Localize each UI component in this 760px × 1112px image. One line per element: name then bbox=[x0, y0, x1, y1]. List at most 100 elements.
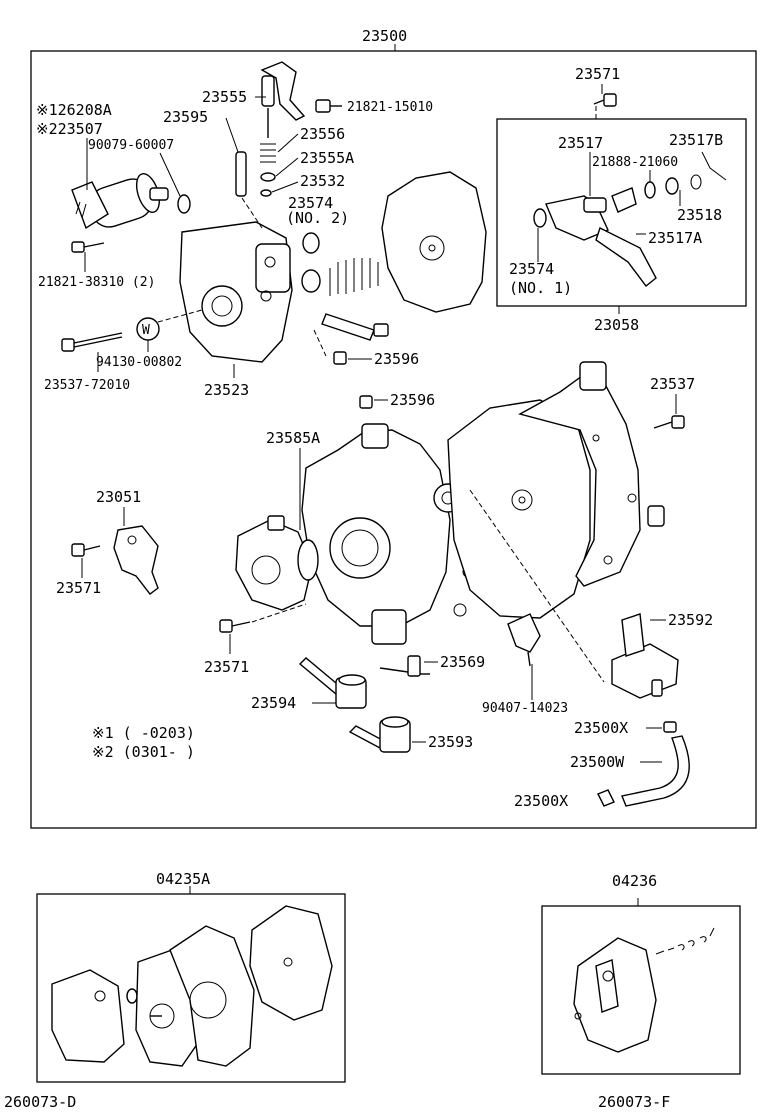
callout-23500X-bottom[interactable]: 23500X bbox=[514, 792, 568, 810]
callout-23500W[interactable]: 23500W bbox=[570, 753, 625, 771]
assembly-path-line bbox=[469, 489, 605, 683]
callout-23571-bottom[interactable]: 23571 bbox=[204, 658, 249, 676]
plug-23596-part[interactable] bbox=[333, 351, 347, 365]
lever-23517-part[interactable] bbox=[545, 187, 657, 287]
clip-part[interactable] bbox=[690, 174, 702, 190]
callout-21888-21060[interactable]: 21888-21060 bbox=[592, 155, 678, 170]
cover-23523-part[interactable] bbox=[179, 221, 293, 363]
main-assembly-frame: 23500 bbox=[30, 27, 757, 829]
callout-23523[interactable]: 23523 bbox=[204, 381, 249, 399]
callout-90079-60007[interactable]: 90079-60007 bbox=[88, 138, 174, 153]
callout-23532[interactable]: 23532 bbox=[300, 172, 345, 190]
callout-23555A[interactable]: 23555A bbox=[300, 149, 354, 167]
kit-04235A-parts[interactable] bbox=[51, 905, 333, 1067]
bolt-23537-72010-part[interactable] bbox=[61, 332, 123, 352]
o-ring-90079-part[interactable] bbox=[177, 194, 191, 214]
spring-clip-23517B-part[interactable] bbox=[701, 151, 727, 181]
bolt-23571-bottom-part[interactable] bbox=[219, 619, 251, 633]
washer-21888-part[interactable] bbox=[644, 181, 656, 199]
callout-23574[interactable]: 23574 bbox=[288, 194, 333, 212]
o-ring-23574-no1-part[interactable] bbox=[533, 208, 547, 228]
fitting-23593-part[interactable] bbox=[348, 716, 411, 753]
bolt-21821-15010-part[interactable] bbox=[315, 99, 342, 113]
callout-23595[interactable]: 23595 bbox=[163, 108, 208, 126]
washer-23532-part[interactable] bbox=[260, 189, 272, 197]
note2-range-label[interactable]: ※2 (0301- ) bbox=[92, 743, 195, 761]
callout-94130-00802[interactable]: 94130-00802 bbox=[96, 355, 182, 370]
callout-23574-no2[interactable]: (NO. 2) bbox=[286, 209, 349, 227]
assembly-number-label[interactable]: 23500 bbox=[362, 27, 407, 45]
callout-23593[interactable]: 23593 bbox=[428, 733, 473, 751]
callout-23574-sub[interactable]: 23574 bbox=[509, 260, 554, 278]
plug-23596-b-part[interactable] bbox=[359, 395, 373, 409]
callout-23518[interactable]: 23518 bbox=[677, 206, 722, 224]
callout-23585A[interactable]: 23585A bbox=[266, 429, 320, 447]
cover-small-part[interactable] bbox=[235, 515, 313, 611]
elbow-fitting-90407-part[interactable] bbox=[507, 613, 541, 667]
valve-23592-part[interactable] bbox=[611, 613, 679, 699]
note1-range-label[interactable]: ※1 ( -0203) bbox=[92, 724, 195, 742]
bolt-23571-top-part[interactable] bbox=[593, 93, 617, 107]
subassembly-23058-frame: 23058 bbox=[496, 118, 747, 334]
body-23585A-part[interactable] bbox=[301, 423, 474, 645]
washer-23555A-part[interactable] bbox=[260, 172, 276, 182]
assembly-path-line bbox=[313, 329, 327, 357]
note1-ref-label[interactable]: ※126208A bbox=[36, 101, 112, 119]
leader-line bbox=[225, 117, 239, 153]
washer-23518-part[interactable] bbox=[665, 177, 679, 195]
bolt-21821-38310-part[interactable] bbox=[71, 241, 105, 253]
w-mark-label: W bbox=[142, 323, 150, 338]
solenoid-valve-part[interactable] bbox=[71, 171, 169, 232]
kit-04235A-ref[interactable]: 260073-D bbox=[4, 1093, 76, 1111]
callout-23537-72010[interactable]: 23537-72010 bbox=[44, 378, 130, 393]
callout-21821-15010[interactable]: 21821-15010 bbox=[347, 100, 433, 115]
bolt-23571-left-part[interactable] bbox=[71, 543, 101, 557]
clamp-23500X-top-part[interactable] bbox=[663, 721, 677, 733]
clamp-23500X-bottom-part[interactable] bbox=[597, 789, 615, 807]
callout-23574-no1[interactable]: (NO. 1) bbox=[509, 279, 572, 297]
kit-04236-ref[interactable]: 260073-F bbox=[598, 1093, 670, 1111]
bolt-23537-part[interactable] bbox=[653, 415, 685, 429]
leader-line bbox=[277, 133, 299, 153]
callout-23571-left[interactable]: 23571 bbox=[56, 579, 101, 597]
washer-94130-part[interactable]: W bbox=[136, 317, 160, 341]
note2-ref-label[interactable]: ※223507 bbox=[36, 120, 103, 138]
fitting-23594-part[interactable] bbox=[298, 657, 367, 709]
assembly-path-line bbox=[241, 197, 263, 229]
callout-23537[interactable]: 23537 bbox=[650, 375, 695, 393]
callout-23500X-top[interactable]: 23500X bbox=[574, 719, 628, 737]
o-ring-23574-no2-part[interactable] bbox=[302, 232, 320, 254]
callout-21821-38310[interactable]: 21821-38310 (2) bbox=[38, 275, 155, 290]
shaft-part[interactable] bbox=[235, 151, 247, 197]
kit-04235A-number[interactable]: 04235A bbox=[156, 870, 210, 888]
callout-23596-b[interactable]: 23596 bbox=[390, 391, 435, 409]
kit-04236-parts[interactable] bbox=[573, 927, 715, 1053]
spring-main-part[interactable] bbox=[329, 258, 379, 296]
callout-23556[interactable]: 23556 bbox=[300, 125, 345, 143]
hose-23500W-part[interactable] bbox=[621, 735, 690, 807]
kit-04236-frame bbox=[541, 898, 741, 1075]
callout-23596-a[interactable]: 23596 bbox=[374, 350, 419, 368]
lever-23555-part[interactable] bbox=[260, 61, 306, 121]
callout-23051[interactable]: 23051 bbox=[96, 488, 141, 506]
callout-23571-top[interactable]: 23571 bbox=[575, 65, 620, 83]
subassembly-number-label[interactable]: 23058 bbox=[594, 316, 639, 334]
plunger-part[interactable] bbox=[321, 313, 389, 341]
callout-23569[interactable]: 23569 bbox=[440, 653, 485, 671]
callout-23594[interactable]: 23594 bbox=[251, 694, 296, 712]
callout-23517B[interactable]: 23517B bbox=[669, 131, 723, 149]
kit-04236-number[interactable]: 04236 bbox=[612, 872, 657, 890]
diaphragm-top-part[interactable] bbox=[381, 171, 487, 313]
diaphragm-large-part[interactable] bbox=[447, 399, 591, 619]
callout-23517[interactable]: 23517 bbox=[558, 134, 603, 152]
spring-23556-part[interactable] bbox=[260, 143, 276, 163]
seal-ring-part[interactable] bbox=[301, 269, 321, 293]
callout-23555[interactable]: 23555 bbox=[202, 88, 247, 106]
gasket-ring-part[interactable] bbox=[297, 539, 319, 581]
tee-fitting-23569-part[interactable] bbox=[379, 655, 430, 677]
callout-23517A[interactable]: 23517A bbox=[648, 229, 702, 247]
callout-23592[interactable]: 23592 bbox=[668, 611, 713, 629]
housing-23537-part[interactable] bbox=[518, 361, 665, 587]
switch-23051-part[interactable] bbox=[113, 525, 159, 595]
callout-90407-14023[interactable]: 90407-14023 bbox=[482, 701, 568, 716]
